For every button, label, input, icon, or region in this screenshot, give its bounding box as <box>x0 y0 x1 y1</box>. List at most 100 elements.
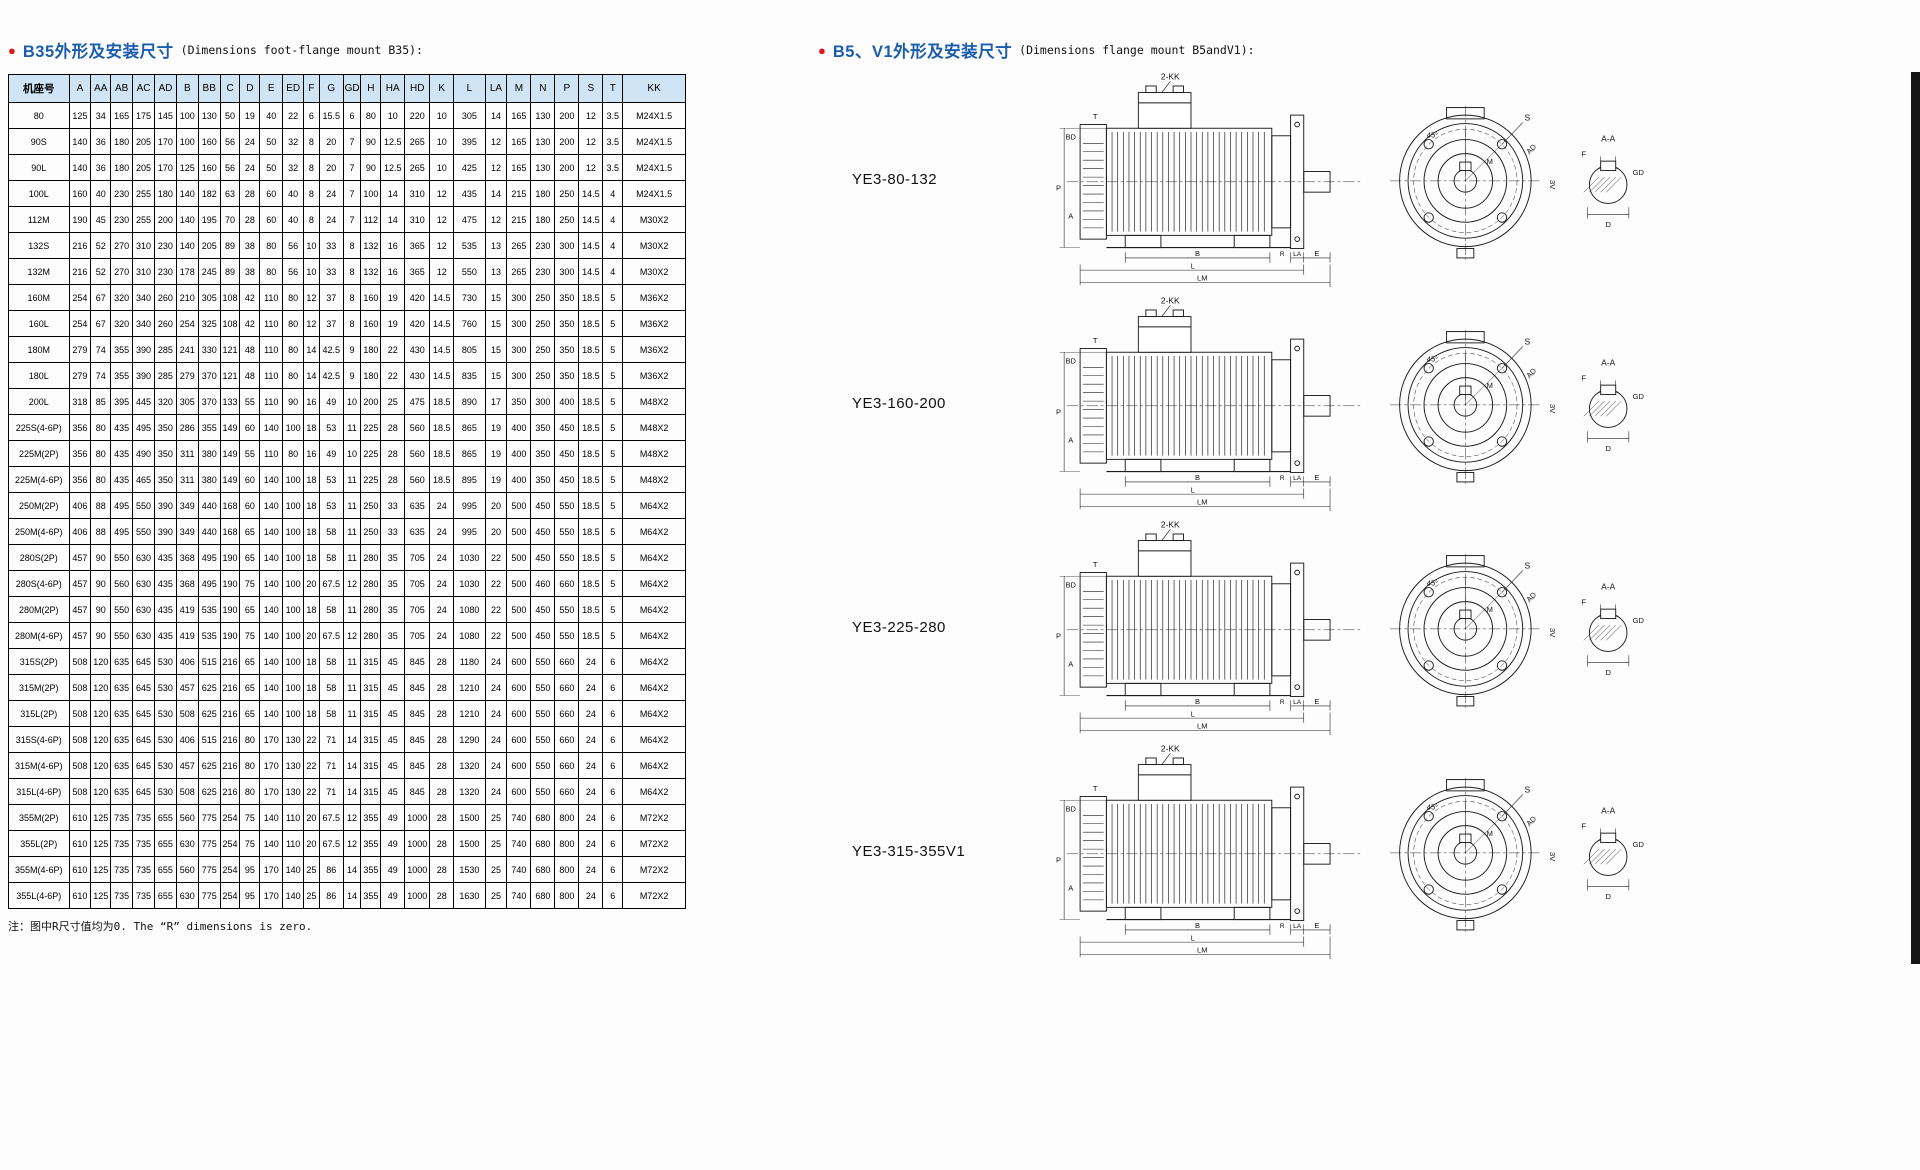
dimension-cell: 250 <box>554 206 580 233</box>
dimension-cell: 560 <box>110 570 134 597</box>
dimension-cell: 65 <box>239 648 261 675</box>
dimension-cell: 121 <box>219 336 241 363</box>
dimension-cell: 24 <box>578 674 604 701</box>
dimension-cell: 740 <box>506 830 532 857</box>
dimension-cell: 18 <box>303 648 320 675</box>
dimension-cell: 210 <box>175 284 199 311</box>
dimension-cell: 140 <box>68 128 92 155</box>
dim-label-m: M <box>1487 381 1493 390</box>
dimension-cell: 42.5 <box>318 336 344 363</box>
dimension-cell: 680 <box>530 830 556 857</box>
dimension-cell: 550 <box>554 518 580 545</box>
dim-label-f: F <box>1581 821 1586 830</box>
dimension-cell: 165 <box>506 154 532 181</box>
frame-size-cell: 315L(4-6P) <box>8 778 70 805</box>
dimension-cell: 24 <box>429 518 455 545</box>
dimension-cell: 440 <box>197 492 221 519</box>
dimension-cell: 100 <box>282 648 305 675</box>
dimension-cell: M48X2 <box>622 414 686 441</box>
dimension-cell: 24 <box>578 882 604 909</box>
frame-size-cell: 355M(2P) <box>8 804 70 831</box>
dim-label-p: P <box>1056 407 1061 416</box>
dimension-cell: M30X2 <box>622 258 686 285</box>
drawings-list: YE3-80-132 <box>818 68 1913 962</box>
dimension-cell: 130 <box>282 752 305 779</box>
dimension-cell: 735 <box>110 830 134 857</box>
dimension-cell: 71 <box>318 778 344 805</box>
dim-label-l: L <box>1191 261 1195 270</box>
dimension-cell: 20 <box>484 518 508 545</box>
dimension-cell: 500 <box>506 622 532 649</box>
dimension-cell: 475 <box>404 388 431 415</box>
dimension-cell: 435 <box>153 596 177 623</box>
dimension-cell: 254 <box>68 310 92 337</box>
column-header: B <box>175 74 199 103</box>
dimension-cell: 11 <box>342 648 362 675</box>
dimension-cell: 6 <box>602 778 624 805</box>
dimension-cell: 495 <box>197 570 221 597</box>
column-header: L <box>453 74 486 103</box>
column-header: AA <box>90 74 112 103</box>
dimension-cell: 845 <box>404 648 431 675</box>
dimension-cell: 340 <box>132 284 155 311</box>
dimension-cell: 457 <box>68 570 92 597</box>
dimension-cell: 24 <box>578 778 604 805</box>
dimension-cell: 80 <box>282 310 305 337</box>
dimension-cell: 775 <box>197 856 221 883</box>
dimension-cell: 450 <box>530 596 556 623</box>
dimension-cell: 8 <box>303 154 320 181</box>
dimension-cell: 60 <box>259 180 284 207</box>
dimension-cell: 645 <box>132 674 155 701</box>
dimension-cell: 216 <box>219 752 241 779</box>
dimension-cell: 508 <box>68 674 92 701</box>
dimension-cell: 40 <box>259 102 284 129</box>
dimension-cell: 1180 <box>453 648 486 675</box>
dim-label-ad: AD <box>1524 142 1538 156</box>
dimension-cell: 140 <box>259 700 284 727</box>
dimension-cell: 42 <box>239 284 261 311</box>
dimension-cell: 14.5 <box>429 336 455 363</box>
dimension-cell: 45 <box>90 206 112 233</box>
dimension-cell: 170 <box>259 726 284 753</box>
dimension-cell: 38 <box>239 232 261 259</box>
dimension-cell: 800 <box>554 856 580 883</box>
dim-label-r: R <box>1280 699 1285 706</box>
b5v1-title-cn: B5、V1外形及安装尺寸 <box>832 43 1013 61</box>
dimension-cell: 168 <box>219 518 241 545</box>
dimension-cell: 845 <box>404 674 431 701</box>
dimension-cell: 89 <box>219 258 241 285</box>
dimension-cell: 40 <box>282 180 305 207</box>
dimension-cell: 80 <box>282 362 305 389</box>
dim-label-ad: AD <box>1524 366 1538 380</box>
dimension-cell: M64X2 <box>622 648 686 675</box>
dimension-cell: 1630 <box>453 882 486 909</box>
dimension-cell: 56 <box>282 258 305 285</box>
dimension-cell: 80 <box>239 726 261 753</box>
dimension-cell: 180 <box>110 154 134 181</box>
dimension-cell: 365 <box>404 232 431 259</box>
dimension-cell: 28 <box>429 882 455 909</box>
frame-size-cell: 160L <box>8 310 70 337</box>
dimension-cell: 14.5 <box>429 284 455 311</box>
dimension-cell: 660 <box>554 726 580 753</box>
dimension-cell: 435 <box>110 414 134 441</box>
dimension-cell: 250 <box>530 284 556 311</box>
dimension-cell: 6 <box>602 752 624 779</box>
frame-size-cell: 100L <box>8 180 70 207</box>
dimension-cell: 130 <box>282 726 305 753</box>
dimension-cell: 310 <box>404 206 431 233</box>
dimension-cell: 22 <box>282 102 305 129</box>
dimension-cell: 250 <box>554 180 580 207</box>
dimension-cell: 28 <box>380 414 406 441</box>
dimension-cell: 24 <box>578 856 604 883</box>
dimension-cell: 14 <box>380 206 406 233</box>
dimension-cell: 450 <box>530 518 556 545</box>
dimension-cell: 10 <box>342 440 362 467</box>
dimension-cell: 110 <box>259 440 284 467</box>
